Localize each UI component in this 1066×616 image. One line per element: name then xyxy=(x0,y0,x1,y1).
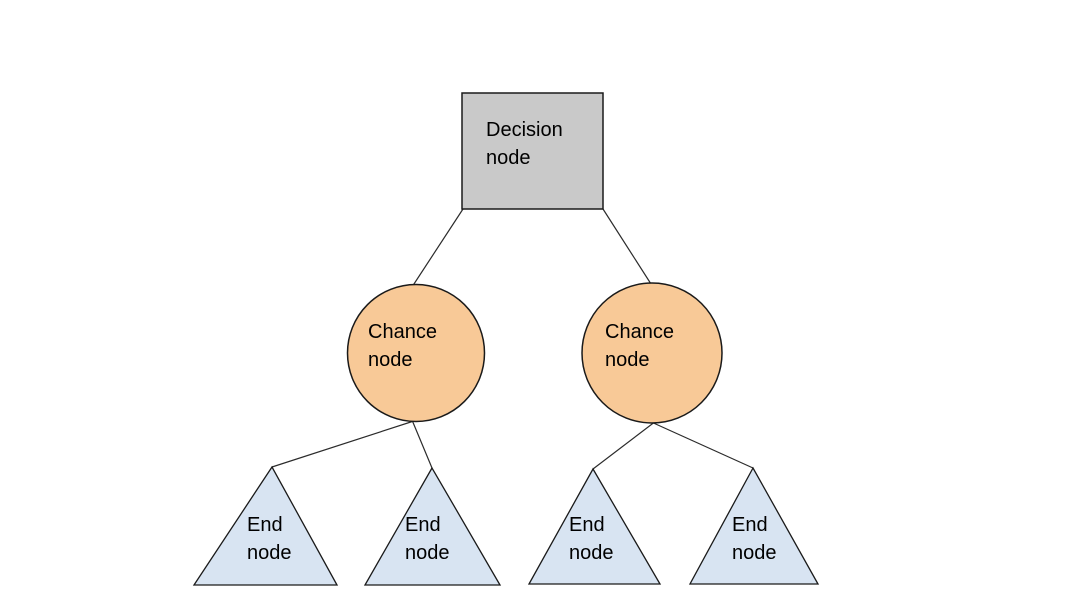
connector-decision-to-chance-left xyxy=(411,208,464,288)
end-node-4-shape xyxy=(688,466,820,585)
connector-chance-left-to-end-2 xyxy=(411,419,433,469)
connector-chance-right-to-end-3 xyxy=(592,420,657,470)
end-node-1-label: End node xyxy=(247,514,292,564)
end-node-4-label: End node xyxy=(732,514,777,564)
chance-node-right-label: Chance node xyxy=(605,321,674,371)
chance-node-right-shape xyxy=(581,282,723,424)
end-node-2-label: End node xyxy=(405,514,450,564)
connector-chance-right-to-end-4 xyxy=(648,420,754,469)
chance-node-left-label: Chance node xyxy=(368,321,437,371)
decision-node-shape xyxy=(461,92,604,210)
end-node-2-shape xyxy=(363,466,502,586)
connector-decision-to-chance-right xyxy=(602,208,652,285)
chance-node-left-shape xyxy=(346,283,486,423)
decision-node-label: Decision node xyxy=(486,119,563,169)
end-node-3-shape xyxy=(527,467,662,585)
connector-chance-left-to-end-1 xyxy=(271,419,418,468)
end-node-3-label: End node xyxy=(569,514,614,564)
end-node-1-shape xyxy=(192,465,339,586)
